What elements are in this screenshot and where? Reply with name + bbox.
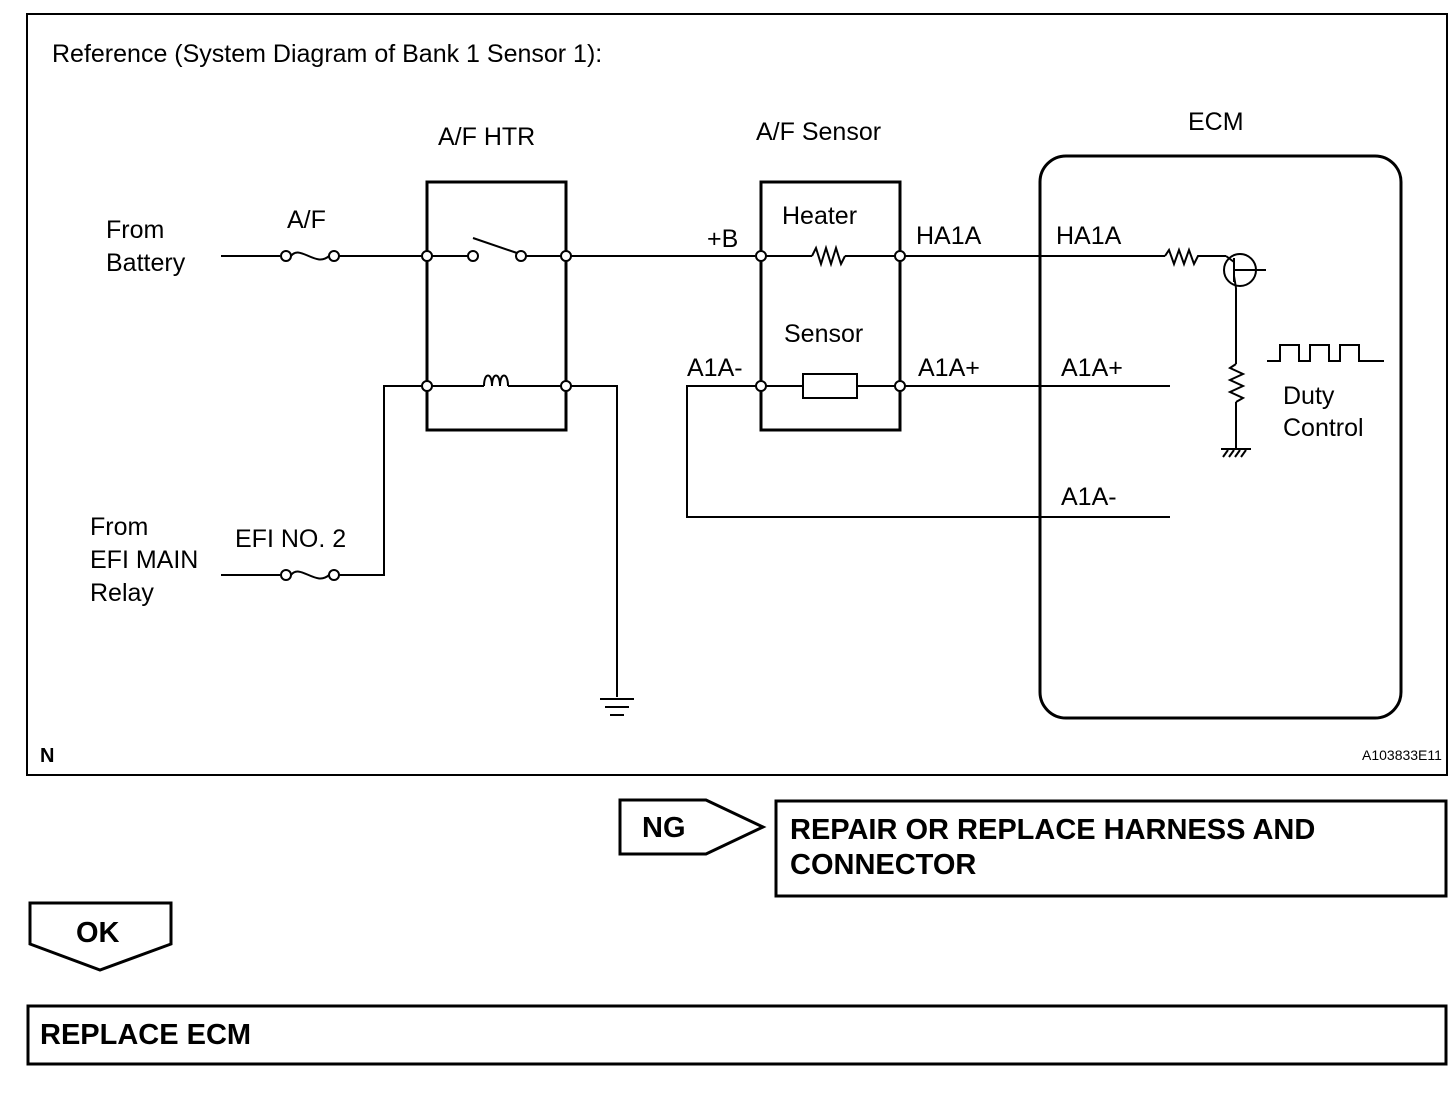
sensor-element-icon: [766, 373, 895, 399]
relay-terminal-3: [421, 380, 433, 392]
sensor-terminal-a1a-plus: [894, 380, 906, 392]
ground-icon: [600, 698, 634, 716]
ok-arrow: [28, 901, 173, 972]
af-fuse-icon: [280, 250, 340, 262]
af-fuse-label: A/F: [287, 206, 326, 234]
ok-result-text: REPLACE ECM: [40, 1019, 251, 1051]
duty-label: Duty: [1283, 382, 1335, 410]
relay-terminal-2: [560, 250, 572, 262]
from-efi-label-1: From: [90, 513, 148, 541]
relay-terminal-4: [560, 380, 572, 392]
a1a-plus-ecm-label: A1A+: [1061, 354, 1123, 382]
ng-result-line2: CONNECTOR: [790, 849, 976, 881]
corner-n-label: N: [40, 745, 54, 767]
ng-arrow: [618, 798, 767, 856]
pulldown-resistor-icon: [1227, 288, 1246, 448]
efi-fuse-icon: [280, 569, 340, 581]
relay-terminal-1: [421, 250, 433, 262]
a1a-plus-sensor-label: A1A+: [918, 354, 980, 382]
transistor-icon: [1223, 253, 1266, 289]
diagram-frame: [26, 13, 1448, 776]
ecm-label: ECM: [1188, 108, 1244, 136]
heater-label: Heater: [782, 202, 857, 230]
af-sensor-label: A/F Sensor: [756, 118, 881, 146]
reference-title: Reference (System Diagram of Bank 1 Sens…: [52, 40, 602, 68]
efi-fuse-label: EFI NO. 2: [235, 525, 346, 553]
a1a-minus-wire: [686, 385, 1170, 518]
from-battery-label-1: From: [106, 216, 164, 244]
ha1a-ecm-label: HA1A: [1056, 222, 1122, 250]
sensor-label: Sensor: [784, 320, 863, 348]
ecm-box: [1038, 154, 1403, 720]
efi-coil-wire: [339, 385, 422, 576]
ok-result-box: [26, 1004, 1448, 1066]
from-efi-label-3: Relay: [90, 579, 154, 607]
sensor-terminal-a1a-minus: [755, 380, 767, 392]
relay-switch-icon: [432, 237, 561, 262]
ng-result-line1: REPAIR OR REPLACE HARNESS AND: [790, 814, 1315, 846]
control-label: Control: [1283, 414, 1364, 442]
relay-coil-icon: [432, 374, 561, 387]
af-htr-label: A/F HTR: [438, 123, 535, 151]
plus-b-label: +B: [707, 225, 738, 253]
chassis-ground-icon: [1221, 448, 1251, 458]
figure-id-label: A103833E11: [1362, 747, 1442, 763]
af-sensor-box: [759, 180, 902, 432]
ha1a-sensor-label: HA1A: [916, 222, 982, 250]
from-efi-label-2: EFI MAIN: [90, 546, 198, 574]
a1a-minus-ecm-label: A1A-: [1061, 483, 1117, 511]
ok-label: OK: [76, 917, 120, 949]
ecm-resistor-icon: [1164, 247, 1226, 267]
ng-label: NG: [642, 812, 686, 844]
ng-result-box: [774, 799, 1448, 898]
from-battery-label-2: Battery: [106, 249, 186, 277]
heater-resistor-icon: [766, 244, 895, 268]
duty-waveform-icon: [1267, 344, 1384, 362]
sensor-terminal-b: [755, 250, 767, 262]
coil-ground-wire: [571, 385, 618, 697]
a1a-minus-sensor-label: A1A-: [687, 354, 743, 382]
sensor-terminal-ha1a: [894, 250, 906, 262]
af-htr-relay-box: [425, 180, 568, 432]
